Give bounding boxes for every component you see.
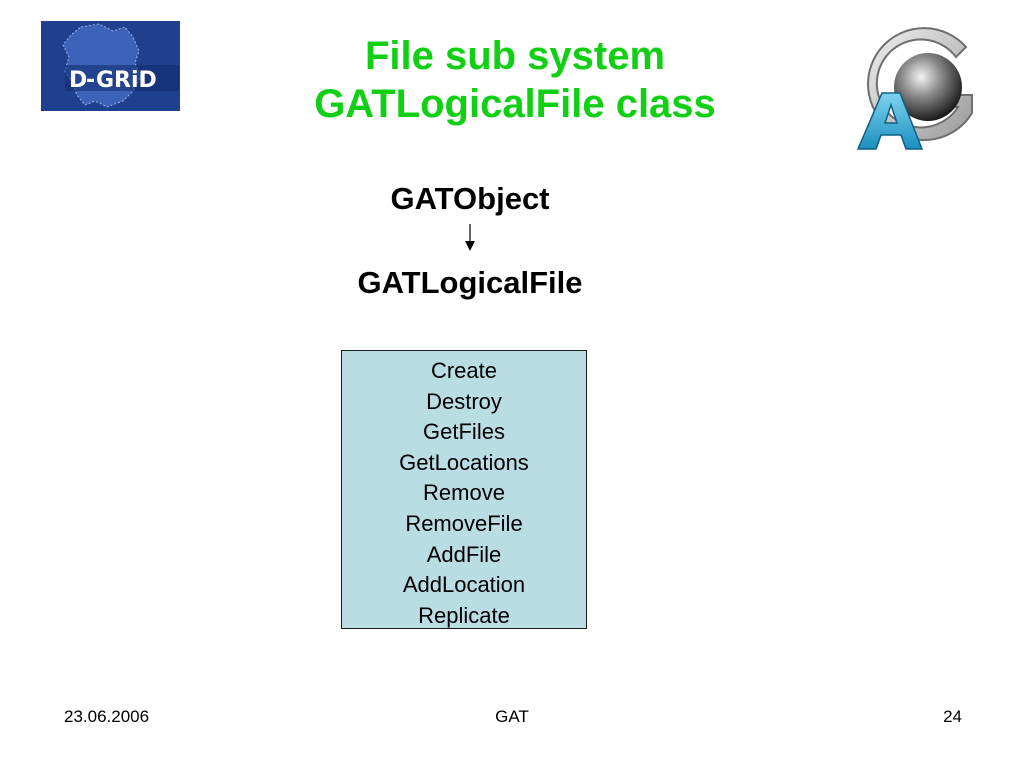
method-item: GetFiles xyxy=(423,419,505,445)
inheritance-arrow xyxy=(463,224,477,252)
method-item: Destroy xyxy=(426,388,502,414)
methods-box: Create Destroy GetFiles GetLocations Rem… xyxy=(341,350,587,629)
parent-class-label: GATObject xyxy=(390,181,550,216)
page-number: 24 xyxy=(943,707,962,726)
svg-text:D: D xyxy=(69,68,87,93)
method-item: Create xyxy=(430,358,498,383)
footer-date: 23.06.2006 xyxy=(64,707,150,726)
method-item: Replicate xyxy=(418,602,510,628)
footer-title: GAT xyxy=(495,707,529,726)
method-item: Remove xyxy=(423,480,505,506)
title-line-1: File sub system xyxy=(364,34,666,78)
methods-list: Create Destroy GetFiles GetLocations Rem… xyxy=(342,356,586,631)
child-class-label: GATLogicalFile xyxy=(357,265,583,300)
method-item: RemoveFile xyxy=(405,510,523,536)
method-item: AddLocation xyxy=(402,572,526,598)
svg-text:-: - xyxy=(86,68,95,93)
svg-text:GRiD: GRiD xyxy=(96,68,157,93)
slide-title: File sub system GATLogicalFile class xyxy=(220,32,810,128)
method-item: AddFile xyxy=(426,541,502,567)
title-line-2: GATLogicalFile class xyxy=(314,82,716,126)
dgrid-logo: D - GRiD xyxy=(41,21,180,111)
method-item: GetLocations xyxy=(399,449,529,475)
gat-logo xyxy=(848,17,988,157)
